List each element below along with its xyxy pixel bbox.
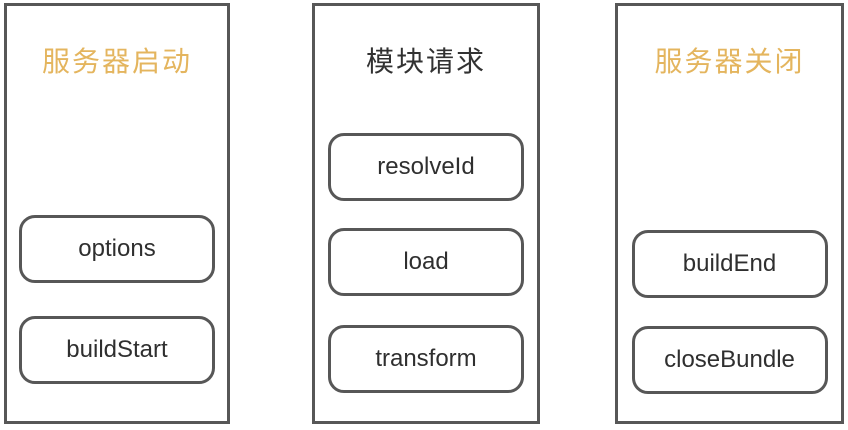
hook-label-transform: transform xyxy=(375,345,477,372)
hook-label-options: options xyxy=(78,235,156,262)
hook-box-buildstart: buildStart xyxy=(19,316,215,384)
hook-box-resolveid: resolveId xyxy=(328,133,524,201)
hook-label-resolveid: resolveId xyxy=(377,153,475,180)
hook-label-load: load xyxy=(403,248,449,275)
hook-label-closebundle: closeBundle xyxy=(664,346,795,373)
hook-box-transform: transform xyxy=(328,325,524,393)
phase-title-server-start: 服务器启动 xyxy=(41,46,192,77)
hook-label-buildend: buildEnd xyxy=(682,250,777,277)
hook-box-buildend: buildEnd xyxy=(631,230,828,298)
phase-title-server-close: 服务器关闭 xyxy=(654,46,805,77)
phase-title-module-request: 模块请求 xyxy=(365,46,486,77)
phase-panel-module-request: 模块请求 resolveId load transform xyxy=(312,3,540,424)
phase-panel-server-close: 服务器关闭 buildEnd closeBundle xyxy=(615,3,844,424)
hook-box-closebundle: closeBundle xyxy=(631,326,828,394)
hook-label-buildstart: buildStart xyxy=(66,336,168,363)
phase-panel-server-start: 服务器启动 options buildStart xyxy=(4,3,230,424)
hook-box-load: load xyxy=(328,228,524,296)
hook-box-options: options xyxy=(19,215,215,283)
